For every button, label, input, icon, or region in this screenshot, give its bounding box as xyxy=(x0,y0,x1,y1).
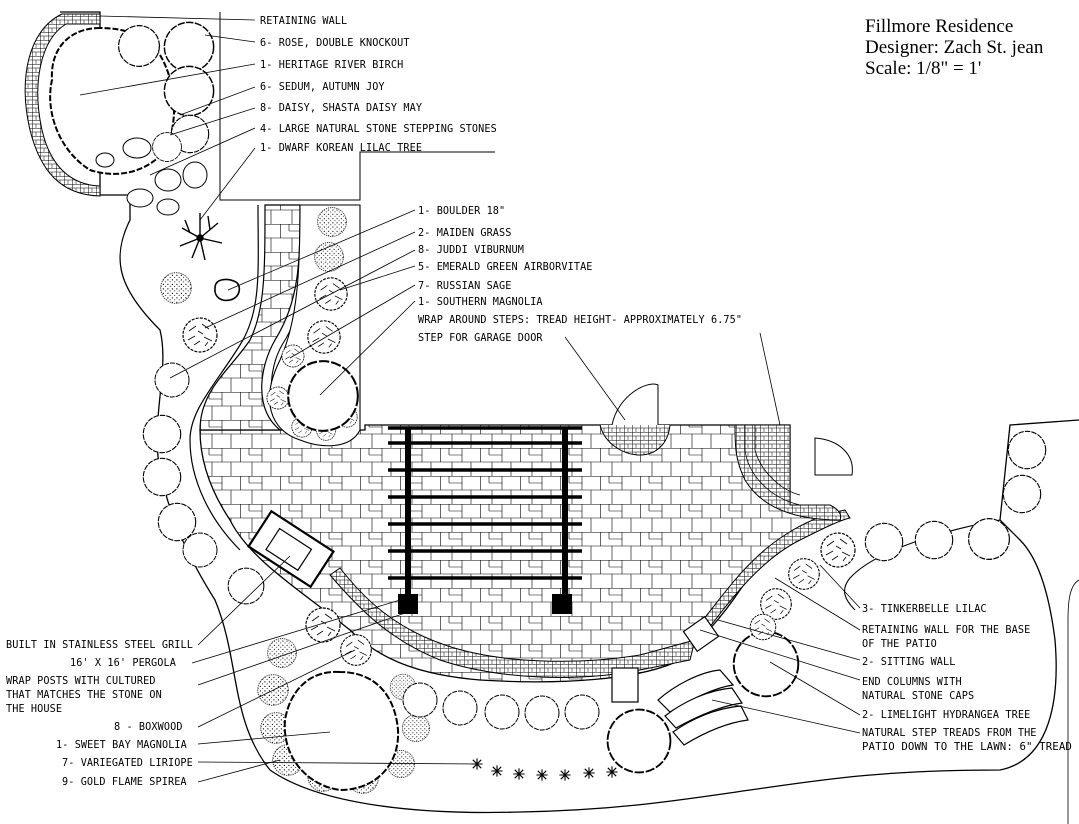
label-end-columns-2: NATURAL STONE CAPS xyxy=(862,691,974,702)
tinkerbelle-lilac xyxy=(788,558,820,590)
tinkerbelle-lilac xyxy=(820,532,856,568)
east-shrub xyxy=(1002,474,1042,514)
label-stepping-stones: 4- LARGE NATURAL STONE STEPPING STONES xyxy=(260,124,497,135)
pergola-post xyxy=(398,594,418,614)
label-treads-1: NATURAL STEP TREADS FROM THE xyxy=(862,728,1037,739)
label-spirea: 9- GOLD FLAME SPIREA xyxy=(62,777,187,788)
label-patio-wall-1: RETAINING WALL FOR THE BASE xyxy=(862,625,1030,636)
arborvitae-shrub xyxy=(307,320,341,354)
boulder xyxy=(214,278,241,302)
southern-magnolia xyxy=(287,360,359,432)
boxwood-shrub xyxy=(402,682,438,718)
drawing-scale: Scale: 1/8" = 1' xyxy=(865,58,982,79)
label-liriope: 7- VARIEGATED LIRIOPE xyxy=(62,758,193,769)
tinkerbelle-lilac xyxy=(749,613,777,641)
label-wrap-posts-1: WRAP POSTS WITH CULTURED xyxy=(6,676,156,687)
wrap-steps-door-swing xyxy=(814,437,853,476)
wrap-around-steps xyxy=(734,424,842,521)
label-sedum: 6- SEDUM, AUTUMN JOY xyxy=(260,82,385,93)
daisy-plant xyxy=(152,132,182,162)
label-wrap-steps: WRAP AROUND STEPS: TREAD HEIGHT- APPROXI… xyxy=(418,315,742,326)
label-garage-step: STEP FOR GARAGE DOOR xyxy=(418,333,543,344)
rose-shrub xyxy=(163,65,215,117)
label-end-columns-1: END COLUMNS WITH xyxy=(862,677,962,688)
boxwood-shrub xyxy=(340,634,372,666)
hydrangea-tree xyxy=(606,708,672,774)
boxwood-shrub xyxy=(484,694,520,730)
label-hydrangea: 2- LIMELIGHT HYDRANGEA TREE xyxy=(862,710,1030,721)
title-block: Fillmore Residence Designer: Zach St. je… xyxy=(865,16,1043,79)
label-southern-magnolia: 1- SOUTHERN MAGNOLIA xyxy=(418,297,543,308)
label-maiden-grass: 2- MAIDEN GRASS xyxy=(418,228,512,239)
label-sitting-wall: 2- SITTING WALL xyxy=(862,657,956,668)
liriope-plant xyxy=(535,768,549,782)
east-shrub xyxy=(967,517,1011,561)
rose-shrub xyxy=(117,25,160,68)
garage-door-step xyxy=(599,424,671,456)
label-arborvitae: 5- EMERALD GREEN AIRBORVITAE xyxy=(418,262,593,273)
liriope-plant xyxy=(512,767,526,781)
label-tinkerbelle: 3- TINKERBELLE LILAC xyxy=(862,604,987,615)
boxwood-shrub xyxy=(442,690,478,726)
project-name: Fillmore Residence xyxy=(865,16,1014,37)
label-rose: 6- ROSE, DOUBLE KNOCKOUT xyxy=(260,38,410,49)
label-lilac-tree: 1- DWARF KOREAN LILAC TREE xyxy=(260,143,422,154)
pergola xyxy=(388,426,582,614)
sweet-bay-magnolia xyxy=(283,670,400,792)
boxwood-shrub xyxy=(305,607,341,643)
rose-shrub xyxy=(163,21,215,73)
viburnum-shrub xyxy=(182,317,218,353)
label-russian-sage: 7- RUSSIAN SAGE xyxy=(418,281,512,292)
house-outline xyxy=(219,12,495,201)
label-wrap-posts-3: THE HOUSE xyxy=(6,704,62,715)
label-wrap-posts-2: THAT MATCHES THE STONE ON xyxy=(6,690,162,701)
liriope-plant xyxy=(605,765,619,779)
label-daisy: 8- DAISY, SHASTA DAISY MAY xyxy=(260,103,422,114)
east-shrub xyxy=(1007,430,1047,470)
pergola-post xyxy=(552,594,572,614)
boxwood-shrub xyxy=(564,694,600,730)
viburnum-shrub xyxy=(142,457,182,497)
east-shrub xyxy=(864,522,904,562)
viburnum-shrub xyxy=(142,414,182,454)
upper-retaining-wall xyxy=(24,13,101,197)
viburnum-shrub xyxy=(157,502,197,542)
boxwood-shrub xyxy=(524,695,560,731)
viburnum-shrub xyxy=(154,362,190,398)
arborvitae-shrub xyxy=(317,207,347,237)
spirea-shrub xyxy=(267,638,297,668)
end-column xyxy=(611,667,639,703)
liriope-plant xyxy=(490,764,504,778)
dwarf-lilac-tree xyxy=(179,213,223,261)
russian-sage xyxy=(266,386,290,410)
label-treads-2: PATIO DOWN TO THE LAWN: 6" TREAD xyxy=(862,742,1072,753)
label-viburnum: 8- JUDDI VIBURNUM xyxy=(418,245,524,256)
label-grill: BUILT IN STAINLESS STEEL GRILL xyxy=(6,640,193,651)
walkway-paving xyxy=(199,204,301,431)
east-shrub xyxy=(914,520,954,560)
stepping-stones xyxy=(95,137,208,216)
label-retaining-wall: RETAINING WALL xyxy=(260,16,347,27)
label-sweet-bay: 1- SWEET BAY MAGNOLIA xyxy=(56,740,187,751)
label-boulder: 1- BOULDER 18" xyxy=(418,206,505,217)
end-column xyxy=(682,615,720,653)
hydrangea-tree xyxy=(732,630,800,698)
liriope-plant xyxy=(582,766,596,780)
step-treads xyxy=(657,669,749,746)
liriope-plant xyxy=(558,768,572,782)
viburnum-shrub xyxy=(160,272,192,304)
viburnum-shrub xyxy=(182,532,218,568)
label-pergola: 16' X 16' PERGOLA xyxy=(70,658,176,669)
designer-name: Designer: Zach St. jean xyxy=(865,37,1044,58)
leader-lines xyxy=(79,15,861,783)
label-river-birch: 1- HERITAGE RIVER BIRCH xyxy=(260,60,403,71)
label-boxwood: 8 - BOXWOOD xyxy=(114,722,183,733)
label-patio-wall-2: OF THE PATIO xyxy=(862,639,937,650)
spirea-shrub xyxy=(401,714,431,742)
